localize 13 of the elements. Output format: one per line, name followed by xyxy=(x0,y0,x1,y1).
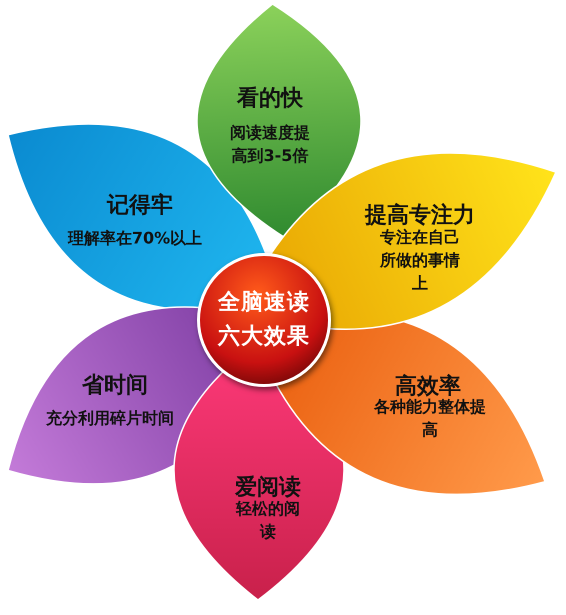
petal-text: 各种能力整体提高 xyxy=(372,396,487,441)
petal-title: 记得牢 xyxy=(107,192,173,220)
petal-text: 理解率在70%以上 xyxy=(68,227,202,250)
petal-title: 提高专注力 xyxy=(365,202,475,228)
petal-title: 高效率 xyxy=(395,372,461,399)
petal-text: 充分利用碎片时间 xyxy=(46,407,174,430)
petal-title: 看的快 xyxy=(236,85,303,113)
petal-title: 爱阅读 xyxy=(234,474,301,500)
petal-title: 省时间 xyxy=(82,372,148,400)
petal-text: 轻松的阅读 xyxy=(234,498,301,543)
circle-text: 全脑速读六大效果 xyxy=(216,289,311,351)
petal-text: 阅读速度提高到3-5倍 xyxy=(228,122,311,167)
petal-text: 专注在自己所做的事情上 xyxy=(378,226,461,294)
